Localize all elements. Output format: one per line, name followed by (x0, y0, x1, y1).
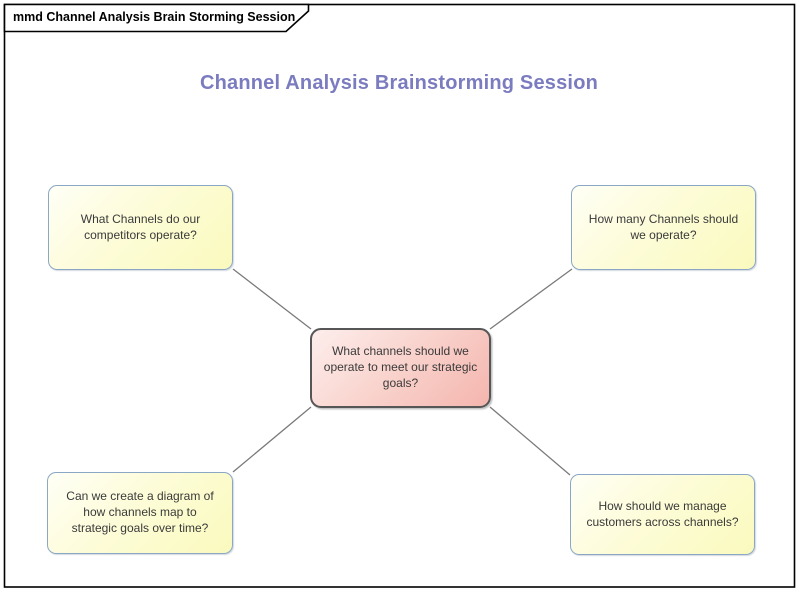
connector-topright-to-central[interactable] (489, 268, 573, 330)
connector-bottomright-to-central[interactable] (489, 406, 571, 476)
diagram-frame-tab (3, 3, 310, 33)
connector-topleft-to-central[interactable] (232, 268, 312, 330)
mindmap-node-top-left[interactable]: What Channels do our competitors operate… (48, 185, 233, 270)
frame-tab-label: mmd Channel Analysis Brain Storming Sess… (13, 10, 296, 24)
diagram-title: Channel Analysis Brainstorming Session (199, 72, 599, 94)
mindmap-node-top-right[interactable]: How many Channels should we operate? (571, 185, 756, 270)
mindmap-node-central[interactable]: What channels should we operate to meet … (310, 328, 491, 408)
mindmap-node-bottom-right[interactable]: How should we manage customers across ch… (570, 474, 755, 555)
mindmap-node-bottom-left[interactable]: Can we create a diagram of how channels … (47, 472, 233, 554)
connector-bottomleft-to-central[interactable] (232, 406, 312, 473)
